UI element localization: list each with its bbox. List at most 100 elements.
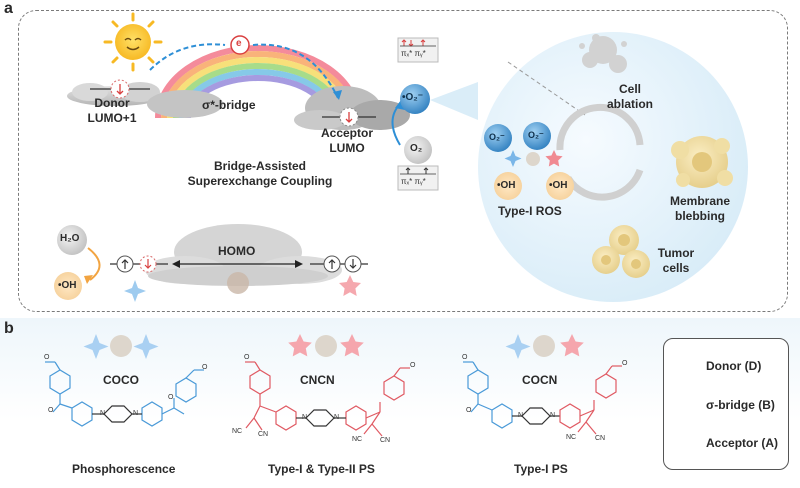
- ros-o2-label-1: O₂⁻: [489, 132, 505, 142]
- cycle-arrows-icon: [556, 104, 644, 201]
- donor-label: Donor LUMO+1: [84, 96, 140, 126]
- coco-o-label-4: O: [202, 364, 208, 371]
- membrane-line-2: blebbing: [675, 209, 725, 223]
- coupling-line-1: Bridge-Assisted: [213, 159, 307, 173]
- cncn-structure: [245, 361, 410, 437]
- water-ball: [57, 225, 87, 255]
- legend-donor-label: Donor (D): [706, 359, 762, 373]
- legend-acceptor-label: Acceptor (A): [706, 436, 779, 450]
- ros-oh-label-2: •OH: [549, 180, 568, 191]
- donor-orbital-label: LUMO+1: [87, 111, 137, 125]
- superoxide-label: •O₂⁻: [402, 92, 424, 103]
- ros-superoxide-ball-2: [523, 122, 551, 150]
- cncn-nc-label-2: NC: [352, 436, 363, 443]
- panel-b-label: b: [4, 320, 14, 337]
- cocn-cn-label: CN: [595, 435, 606, 442]
- cncn-o-label-1: O: [244, 354, 250, 361]
- legend-box: [663, 338, 789, 470]
- cell-ablation-line-1: Cell: [618, 82, 641, 96]
- cocn-o-label-3: O: [622, 360, 628, 367]
- electron-icon: [230, 35, 250, 55]
- tumor-bubble: [430, 32, 748, 302]
- hydroxyl-label: •OH: [58, 280, 77, 291]
- acceptor-label: Acceptor LUMO: [315, 126, 379, 156]
- cell-ablation-line-2: ablation: [606, 97, 653, 111]
- cocn-motif-icon: [505, 334, 584, 359]
- molecule-name-coco: COCO: [103, 373, 139, 387]
- tumor-cells-icon: [592, 225, 650, 278]
- coco-n-label-2: N: [133, 410, 139, 417]
- coco-motif-icon: [83, 334, 159, 359]
- homo-donor-orbital: [110, 255, 168, 273]
- ablation-dashed-line: [507, 61, 586, 116]
- molecule-name-cncn: CNCN: [300, 373, 335, 387]
- tumor-line-1: Tumor: [657, 246, 695, 260]
- molecule-name-cocn: COCN: [522, 373, 558, 387]
- ros-oh-label-1: •OH: [497, 180, 516, 191]
- tumor-line-2: cells: [662, 261, 690, 275]
- coupling-label: Bridge-Assisted Superexchange Coupling: [180, 159, 340, 189]
- tumor-label: Tumor cells: [652, 246, 700, 276]
- ros-acceptor-star-icon: [545, 150, 563, 167]
- ros-oh-ball-2: [546, 172, 574, 200]
- water-oxidation-arrow: [87, 247, 101, 281]
- arrow-head: [333, 90, 342, 100]
- cocn-nc-label: NC: [566, 434, 577, 441]
- hydroxyl-ball: [54, 272, 82, 300]
- cncn-n-label-2: N: [334, 414, 340, 421]
- panel-a-label: a: [4, 0, 13, 17]
- cncn-motif-icon: [288, 334, 364, 357]
- donor-cloud: [67, 82, 223, 118]
- cocn-n-label-1: N: [518, 412, 524, 419]
- caption-cocn: Type-I PS: [514, 462, 568, 476]
- ros-bridge-icon: [526, 152, 540, 166]
- water-label: H₂O: [60, 233, 80, 244]
- bridge-label: σ*-bridge: [202, 98, 256, 112]
- ros-donor-star-icon: [504, 150, 522, 167]
- cncn-n-label-1: N: [302, 414, 308, 421]
- ros-superoxide-ball-1: [484, 124, 512, 152]
- acceptor-orbital: [322, 107, 376, 127]
- cocn-n-label-2: N: [550, 412, 556, 419]
- cocn-structure: [463, 361, 622, 435]
- homo-bridge-icon: [227, 272, 249, 294]
- caption-cncn: Type-I & Type-II PS: [268, 462, 375, 476]
- electron-label: e: [236, 38, 242, 49]
- coupling-line-2: Superexchange Coupling: [187, 174, 333, 188]
- homo-acceptor-star-icon: [338, 275, 361, 296]
- coco-o-label-3: O: [168, 394, 174, 401]
- blebbing-cell-icon: [671, 136, 733, 188]
- cncn-o-label-2: O: [410, 362, 416, 369]
- cncn-cn-label-1: CN: [258, 431, 269, 438]
- cncn-nc-label-1: NC: [232, 428, 243, 435]
- pi-box-upper: [397, 37, 439, 63]
- cell-debris-icon: [579, 34, 627, 73]
- sun-icon: [103, 12, 163, 72]
- coco-o-label-2: O: [48, 407, 54, 414]
- caption-coco: Phosphorescence: [72, 462, 176, 476]
- oxygen-ball: [404, 136, 432, 164]
- type-i-ros-label: Type-I ROS: [498, 204, 562, 218]
- ros-o2-label-2: O₂⁻: [528, 130, 544, 140]
- panel-a-frame: [18, 10, 788, 312]
- acceptor-orbital-label: LUMO: [329, 141, 365, 155]
- pi-box-lower: [397, 165, 439, 191]
- homo-cloud: [145, 224, 342, 286]
- membrane-label: Membrane blebbing: [664, 194, 736, 224]
- legend-bridge-label: σ-bridge (B): [706, 398, 775, 412]
- electron-transfer-arrow: [149, 43, 339, 99]
- donor-orbital: [90, 79, 150, 99]
- cocn-o-label-1: O: [462, 354, 468, 361]
- coco-n-label-1: N: [100, 410, 106, 417]
- homo-label: HOMO: [218, 244, 256, 258]
- cocn-o-label-2: O: [466, 407, 472, 414]
- homo-acceptor-orbital: [310, 255, 368, 273]
- ros-oh-ball-1: [494, 172, 522, 200]
- panel-a-graphics: [54, 12, 748, 302]
- cell-ablation-label: Cell ablation: [600, 82, 660, 112]
- pi-upper-label: πₓ* πᵧ*: [401, 49, 426, 58]
- oxygen-label: O₂: [410, 143, 423, 154]
- superoxide-ball: [400, 84, 430, 114]
- membrane-line-1: Membrane: [669, 194, 731, 208]
- acceptor-name: Acceptor: [320, 126, 373, 140]
